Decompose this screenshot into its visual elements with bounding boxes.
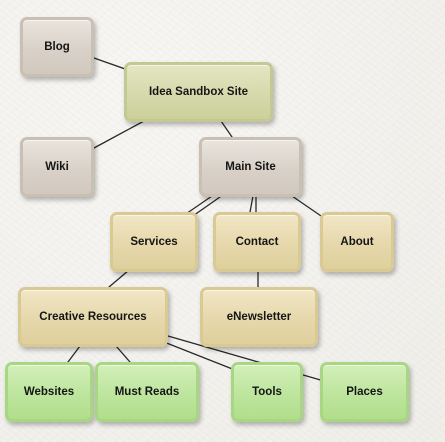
connector-blog-idea bbox=[93, 57, 129, 71]
node-creative-resources[interactable]: Creative Resources bbox=[18, 287, 168, 347]
connector-services-creative bbox=[108, 269, 130, 288]
node-blog[interactable]: Blog bbox=[20, 17, 94, 77]
node-label: Blog bbox=[44, 41, 70, 53]
node-main-site[interactable]: Main Site bbox=[199, 137, 302, 197]
node-enewsletter[interactable]: eNewsletter bbox=[200, 287, 318, 347]
connector-idea-wiki bbox=[93, 120, 145, 149]
node-label: Services bbox=[130, 236, 178, 248]
node-label: Main Site bbox=[225, 161, 276, 173]
node-label: About bbox=[340, 236, 374, 248]
node-must-reads[interactable]: Must Reads bbox=[95, 362, 199, 422]
node-label: Tools bbox=[252, 386, 282, 398]
connector-idea-main bbox=[220, 120, 233, 138]
node-label: Wiki bbox=[45, 161, 69, 173]
node-about[interactable]: About bbox=[320, 212, 394, 272]
node-tools[interactable]: Tools bbox=[231, 362, 303, 422]
node-label: Creative Resources bbox=[39, 311, 147, 323]
node-label: Idea Sandbox Site bbox=[148, 86, 249, 98]
node-websites[interactable]: Websites bbox=[5, 362, 93, 422]
node-label: Websites bbox=[23, 386, 75, 398]
node-contact[interactable]: Contact bbox=[213, 212, 301, 272]
connector-creative-mustreads bbox=[115, 345, 131, 363]
node-idea-sandbox-site[interactable]: Idea Sandbox Site bbox=[124, 62, 273, 122]
node-wiki[interactable]: Wiki bbox=[20, 137, 94, 197]
connector-main-contact bbox=[249, 195, 254, 213]
node-services[interactable]: Services bbox=[110, 212, 198, 272]
node-label: Must Reads bbox=[114, 386, 180, 398]
node-label: Places bbox=[346, 386, 383, 398]
node-label: Contact bbox=[235, 236, 279, 248]
node-label: eNewsletter bbox=[226, 311, 292, 323]
connector-creative-websites bbox=[67, 345, 81, 363]
node-places[interactable]: Places bbox=[320, 362, 409, 422]
